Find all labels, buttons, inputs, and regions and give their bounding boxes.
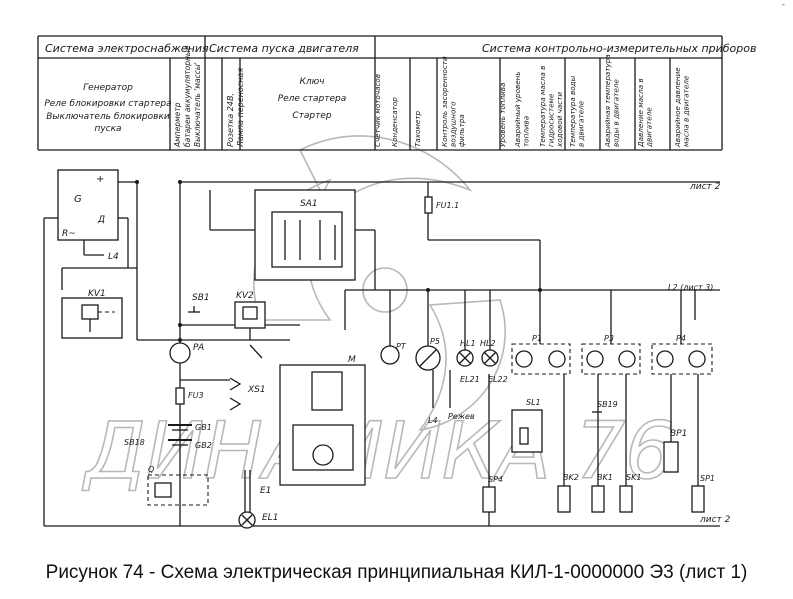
EL1-label: EL1: [262, 513, 278, 523]
vcol-2-line-0: Тахометр: [413, 111, 422, 147]
E1-label: E1: [260, 486, 271, 496]
GB1-label: GB1: [195, 423, 212, 432]
L2-label: L2 (лист 3): [668, 283, 713, 292]
vcol-9-line-1: двигателе: [645, 107, 654, 148]
P1-label: P1: [532, 334, 542, 343]
vcol-3-line-1: воздушного: [449, 101, 458, 147]
PT-label: PT: [396, 342, 407, 351]
col4-line-1: Ключ: [299, 77, 324, 87]
SK1-sensor: [619, 485, 633, 513]
FU11-label: FU1.1: [436, 201, 459, 210]
generator-label: G: [74, 194, 82, 205]
vcol-5-line-1: топлива: [522, 116, 531, 147]
col3-line-2: Лампа переносная: [236, 68, 245, 148]
GB2-label: GB2: [195, 441, 212, 450]
vcol-3-line-0: Контроль засоренности: [440, 56, 449, 147]
SK1-label: SK1: [626, 473, 641, 482]
col1-line-1: Генератор: [83, 83, 133, 93]
vcol-10-line-1: масла в двигателе: [682, 75, 691, 147]
P4-gauge-box: [651, 343, 713, 375]
generator-box: [57, 169, 119, 241]
vcol-5-line-0: Аварийный уровень: [513, 71, 522, 148]
rezhev-label: Режев: [448, 412, 475, 421]
col1-line-2: Реле блокировки стартера: [44, 99, 171, 109]
header-group-start: Система пуска двигателя: [209, 42, 359, 55]
col4-line-3: Стартер: [292, 111, 332, 121]
BP1-label: BP1: [670, 429, 687, 439]
PA-ammeter: [169, 342, 191, 364]
EL22-label: EL22: [488, 375, 508, 384]
EL21-label: EL21: [460, 375, 480, 384]
list2-bottom-label: лист 2: [699, 515, 731, 525]
P5-label: P5: [430, 337, 440, 346]
SP4-sensor: [482, 486, 496, 513]
P3-label: P3: [604, 334, 614, 343]
header-group-instruments: Система контрольно-измерительных приборо…: [482, 42, 756, 55]
SP4-label: SP4: [488, 475, 503, 484]
KV1-label: KV1: [88, 289, 106, 299]
P1-gauge-box: [511, 343, 571, 375]
FU11-fuse: [424, 196, 433, 214]
SA1-label: SA1: [300, 199, 318, 209]
XS1-socket: [229, 377, 242, 411]
KV2-label: KV2: [236, 291, 254, 301]
L4-left-label: L4: [108, 252, 119, 262]
col2-line-3: Выключатель 'массы': [193, 62, 202, 147]
col2-line-1: Амперметр: [173, 102, 182, 148]
SB19-label: SB19: [597, 400, 618, 409]
generator-d: Д: [97, 215, 105, 225]
vcol-6-line-1: гидросистеме: [547, 93, 556, 147]
generator-plus: +: [96, 174, 104, 185]
XS1-label: XS1: [247, 385, 266, 395]
M-label: M: [348, 355, 356, 365]
L4-bottom-label: L4: [428, 416, 438, 425]
col4-line-2: Реле стартера: [278, 94, 347, 104]
SB1-label: SB1: [192, 293, 210, 303]
col3-line-1: Розетка 24В,: [226, 93, 235, 147]
vcol-8-line-1: воды в двигателе: [612, 79, 621, 147]
corner-mark: -: [781, 0, 785, 10]
BP1-sensor: [663, 441, 679, 473]
BK1-sensor: [591, 485, 605, 513]
list2-top-label: лист 2: [689, 182, 721, 192]
header-table: Система электроснабжения Система пуска д…: [37, 35, 756, 151]
vcol-0-line-0: Счетчик моточасов: [373, 74, 382, 147]
BK2-sensor: [557, 485, 571, 513]
generator-r: R~: [62, 229, 76, 239]
FU3-label: FU3: [188, 391, 204, 400]
BK2-label: BK2: [563, 473, 579, 482]
Q-label: Q: [148, 465, 154, 474]
SL1-label: SL1: [526, 398, 541, 407]
BK1-label: BK1: [597, 473, 613, 482]
vcol-6-line-0: Температура масла в: [538, 66, 547, 147]
vcol-7-line-0: Температура воды: [568, 75, 577, 147]
HL2-label: HL2: [480, 339, 496, 348]
col2-line-2: батареи аккумуляторные: [183, 45, 192, 147]
col1-line-4: пуска: [94, 124, 121, 134]
vcol-10-line-0: Аварийное давление: [673, 67, 682, 148]
Q-mass-switch: [147, 474, 209, 506]
schematic: G + Д R~ L4 KV1 SA1 FU1.1 SB1 KV2: [43, 169, 731, 529]
PA-label: PA: [193, 343, 204, 353]
vcol-8-line-0: Аварийная температура: [603, 54, 612, 148]
vcol-9-line-0: Давление масла в: [636, 78, 645, 148]
figure-caption: Рисунок 74 - Схема электрическая принцип…: [45, 562, 748, 583]
SP1-sensor: [691, 485, 705, 513]
vcol-6-line-2: ходовой части: [555, 92, 564, 148]
vcol-1-line-0: Конденсатор: [390, 97, 399, 147]
col1-line-3: Выключатель блокировки: [46, 112, 170, 122]
FU3-fuse: [175, 387, 185, 405]
vcol-4-line-0: Уровень топлива: [498, 83, 507, 147]
SP1-label: SP1: [700, 474, 715, 483]
HL1-label: HL1: [460, 339, 476, 348]
vcol-3-line-2: фильтра: [457, 114, 466, 147]
watermark: ДИНАМИКА 76: [81, 135, 676, 498]
header-group-power: Система электроснабжения: [45, 42, 209, 55]
SB18-label: SB18: [124, 438, 145, 447]
vcol-7-line-1: в двигателе: [577, 100, 586, 147]
